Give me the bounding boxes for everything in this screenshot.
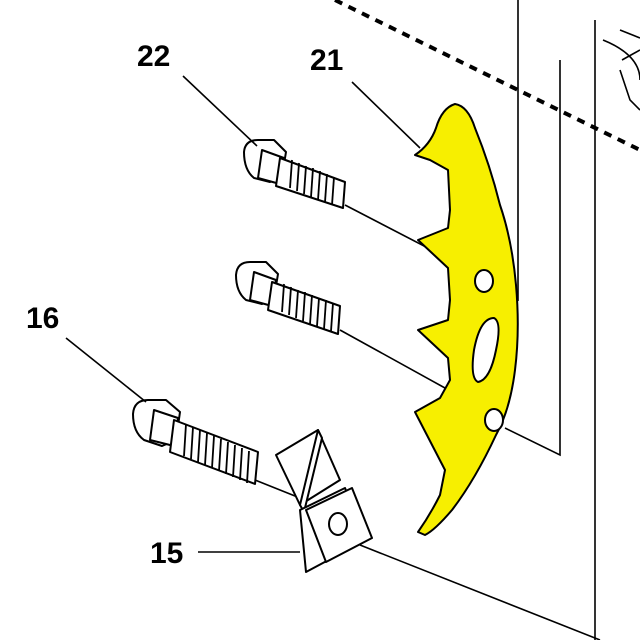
callout-21: 21 bbox=[310, 44, 343, 77]
bolt-part-16 bbox=[132, 399, 259, 485]
bolt-thread bbox=[281, 283, 334, 332]
callout-16: 16 bbox=[26, 302, 59, 335]
callout-22: 22 bbox=[137, 40, 170, 73]
bolt-thread bbox=[183, 423, 250, 484]
bolt-part-22-lower bbox=[235, 261, 341, 335]
bracket-part-21 bbox=[414, 103, 519, 536]
clip-nut-part-15 bbox=[275, 429, 373, 573]
callout-15: 15 bbox=[150, 537, 183, 570]
bolt-thread bbox=[289, 159, 335, 206]
bolt-part-22-upper bbox=[243, 139, 346, 209]
callout-leaders bbox=[65, 75, 421, 553]
